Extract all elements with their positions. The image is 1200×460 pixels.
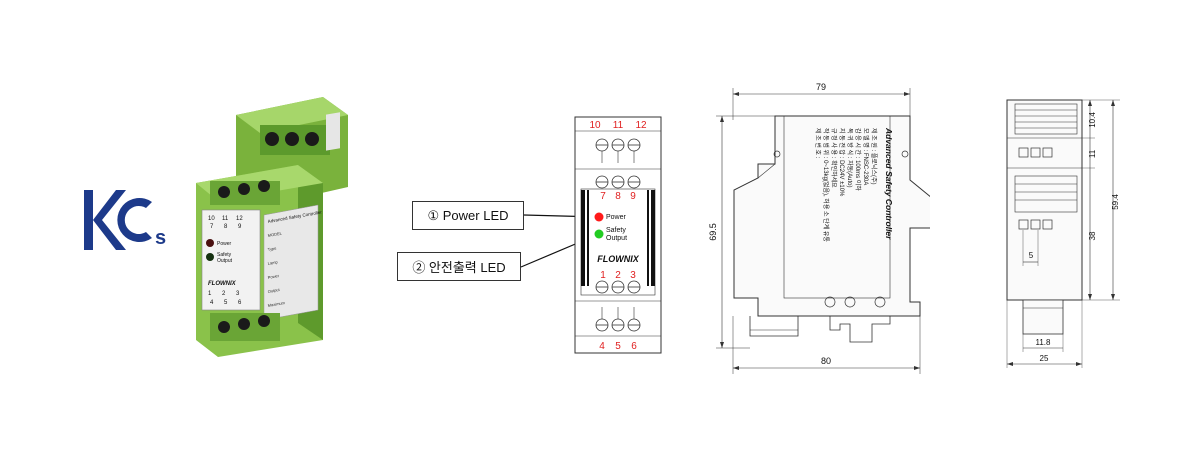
- callout-power-led: ① Power LED: [412, 201, 524, 230]
- terminal-3-label: 3: [630, 270, 636, 281]
- svg-text:Power: Power: [217, 241, 232, 247]
- terminal-4-label: 4: [599, 341, 605, 352]
- svg-text:모 델 명 : FNSC-230A: 모 델 명 : FNSC-230A: [862, 128, 870, 185]
- svg-text:MODEL: MODEL: [267, 230, 283, 238]
- terminal-10-label: 10: [589, 120, 601, 131]
- bottom-screw-row: [210, 313, 280, 341]
- svg-text:7: 7: [210, 224, 214, 230]
- callout-power-led-text: ① Power LED: [427, 207, 509, 223]
- end-view-drawing: 5 10.4 11 38 59.4 11.8 25: [995, 90, 1125, 375]
- svg-text:Type: Type: [267, 245, 277, 252]
- safety-output-led: [594, 229, 604, 239]
- svg-text:제 조 번 호 :: 제 조 번 호 :: [814, 128, 822, 159]
- front-brand-label: FLOWNIX: [597, 254, 639, 264]
- terminal-11-label: 11: [613, 120, 624, 131]
- kc-certification-logo: s: [78, 180, 168, 270]
- front-panel-diagram: 10 11 12 7 8 9 Power: [573, 115, 663, 355]
- dim-terminal-pitch: 5: [1029, 251, 1034, 260]
- kc-letters-mark: [84, 190, 152, 250]
- svg-text:6: 6: [238, 300, 242, 306]
- terminal-2-label: 2: [615, 270, 621, 281]
- side-spec-label: Advanced Safety Controller 제 조 원 : 플로닉스(…: [814, 127, 894, 242]
- dim-foot-width: 11.8: [1036, 338, 1052, 347]
- svg-text:작 동 범 위 : 0~13kg(없음), 허용 소 단계: 작 동 범 위 : 0~13kg(없음), 허용 소 단계 유통: [822, 128, 830, 242]
- svg-text:Power: Power: [267, 273, 280, 280]
- dim-body-width: 25: [1040, 354, 1049, 363]
- svg-text:Safety: Safety: [217, 252, 232, 258]
- dim-right-1: 10.4: [1088, 112, 1097, 128]
- terminal-7-label: 7: [600, 191, 606, 202]
- svg-text:Advanced Safety Controller: Advanced Safety Controller: [884, 127, 894, 240]
- side-view-drawing: 79 69.5 80 Advanced Safety Controller: [700, 80, 933, 380]
- svg-text:9: 9: [238, 224, 242, 230]
- terminal-5-label: 5: [615, 341, 621, 352]
- dim-outer-height: 59.4: [1111, 194, 1120, 210]
- svg-text:제 조 원 : 플로닉스(주): 제 조 원 : 플로닉스(주): [870, 128, 878, 185]
- dim-height-left: 69.5: [708, 223, 718, 241]
- svg-text:12: 12: [236, 216, 243, 222]
- callout-safety-led: ② 안전출력 LED: [397, 252, 521, 281]
- dim-right-2: 11: [1088, 149, 1097, 158]
- svg-text:10: 10: [208, 216, 215, 222]
- svg-text:Output: Output: [267, 287, 281, 294]
- dim-width-top: 79: [816, 82, 826, 92]
- safety-led-label-2: Output: [606, 235, 627, 242]
- dim-right-3: 38: [1088, 231, 1097, 240]
- svg-text:4: 4: [210, 300, 214, 306]
- photo-front-label: 10 11 12 7 8 9 Power Safety Output FLOWN…: [201, 209, 261, 311]
- callout-safety-led-text: ② 안전출력 LED: [412, 260, 506, 275]
- svg-text:5: 5: [224, 300, 228, 306]
- top-screw-row: [260, 125, 330, 155]
- svg-text:감 응 시 간 : 100ms 이하: 감 응 시 간 : 100ms 이하: [854, 128, 862, 191]
- svg-text:8: 8: [224, 224, 228, 230]
- svg-text:2: 2: [222, 291, 226, 297]
- safety-led-label-1: Safety: [606, 227, 626, 234]
- terminal-1-label: 1: [600, 270, 606, 281]
- svg-text:규 정 사 용 : 확인하세요: 규 정 사 용 : 확인하세요: [830, 128, 838, 188]
- svg-text:복 귀 방 식 : 자동(Auto): 복 귀 방 식 : 자동(Auto): [846, 128, 854, 187]
- terminal-6-label: 6: [631, 341, 637, 352]
- photo-brand: FLOWNIX: [208, 281, 237, 287]
- svg-text:지 동 전 압 : DC24V ±10%: 지 동 전 압 : DC24V ±10%: [838, 128, 846, 197]
- device-photo: 10 11 12 7 8 9 Power Safety Output FLOWN…: [188, 95, 353, 360]
- photo-power-led: [206, 239, 214, 247]
- svg-text:Output: Output: [217, 258, 233, 264]
- svg-text:1: 1: [208, 291, 212, 297]
- front-top-screws: [595, 138, 641, 163]
- photo-safety-led: [206, 253, 214, 261]
- front-bottom-screws: [595, 307, 641, 332]
- kc-suffix-letter: s: [155, 227, 166, 249]
- svg-text:Lamp: Lamp: [267, 259, 278, 266]
- svg-text:11: 11: [222, 216, 229, 222]
- svg-text:Maximum: Maximum: [267, 300, 286, 308]
- photo-spec-label: Advanced Safety Controller MODEL Type La…: [263, 204, 323, 321]
- terminal-8-label: 8: [615, 191, 621, 202]
- power-led: [594, 212, 604, 222]
- terminal-12-label: 12: [635, 120, 647, 131]
- power-led-label: Power: [606, 214, 627, 221]
- svg-text:3: 3: [236, 291, 240, 297]
- terminal-9-label: 9: [630, 191, 636, 202]
- dim-width-bottom: 80: [821, 356, 831, 366]
